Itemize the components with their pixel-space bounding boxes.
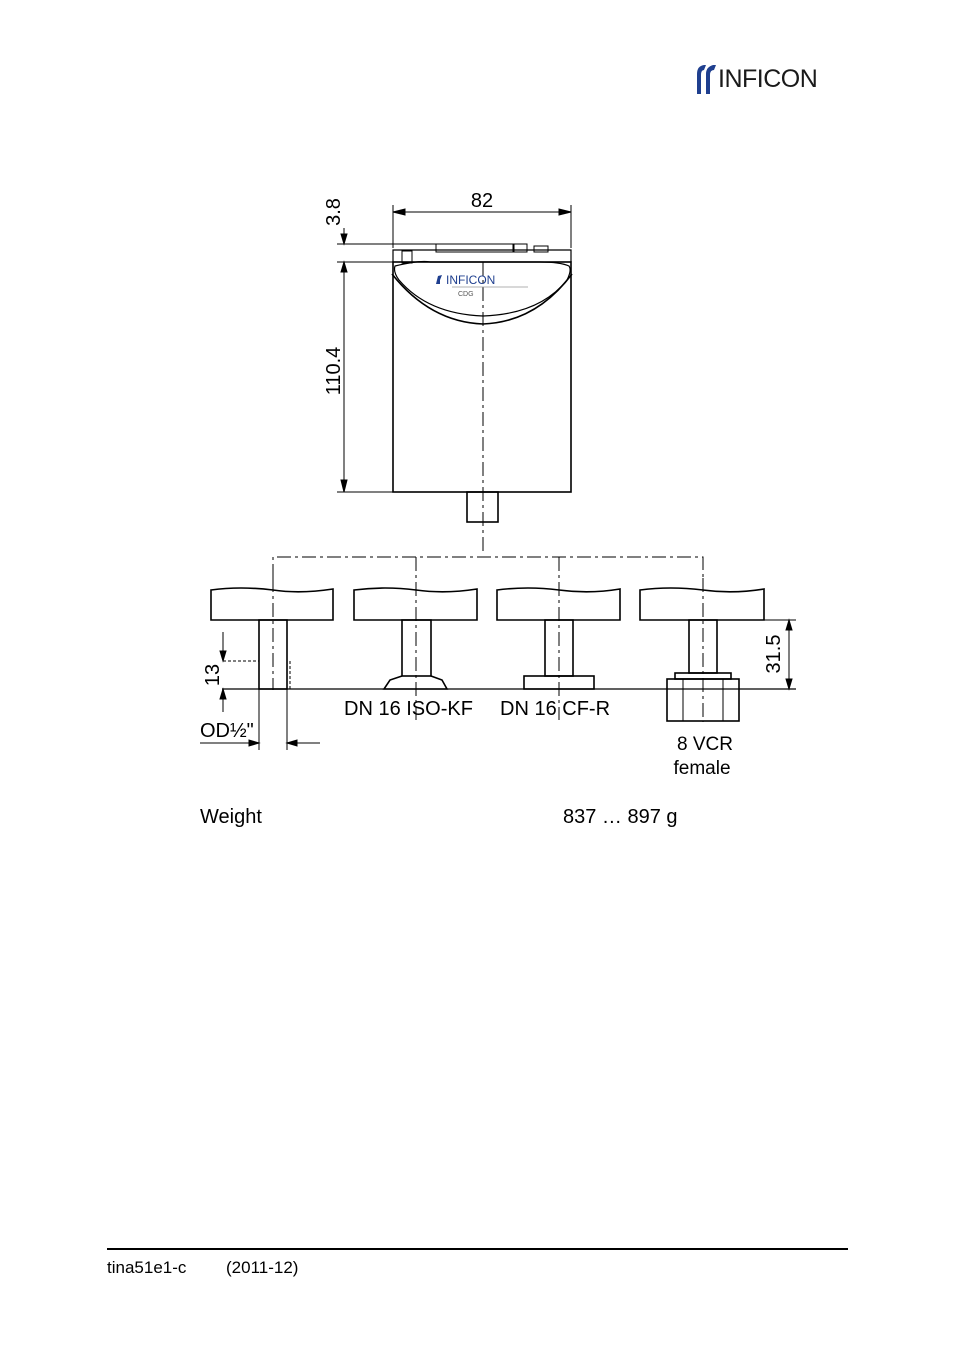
footer-date: (2011-12) [226, 1258, 299, 1277]
inficon-logo-icon [697, 65, 716, 94]
dim-height-label: 110.4 [323, 347, 345, 396]
weight-value: 837 … 897 g [563, 806, 678, 828]
brand-name: INFICON [718, 65, 818, 93]
footer-divider [107, 1248, 848, 1250]
dim-width-label: 82 [471, 190, 493, 212]
footer-doc-id: tina51e1-c [107, 1258, 187, 1277]
vcr-label: 8 VCR [677, 734, 733, 755]
device-model: CDG [458, 291, 474, 298]
cf-label: DN 16 CF-R [500, 698, 610, 720]
dim-top-label: 3.8 [323, 198, 345, 226]
dim-flange-label: 31.5 [763, 635, 785, 674]
dim-stub-label: 13 [202, 664, 224, 686]
vcr-sub-label: female [673, 758, 730, 779]
od-label: OD½" [200, 720, 254, 742]
kf-label: DN 16 ISO-KF [344, 698, 473, 720]
inficon-logo: INFICON [694, 62, 846, 96]
weight-label: Weight [200, 806, 262, 828]
device-brand: INFICON [446, 273, 495, 287]
dimension-drawing: INFICON CDG 82 3.8 110.4 13 31.5 OD½" DN… [200, 190, 796, 779]
gauge-body [392, 261, 572, 493]
